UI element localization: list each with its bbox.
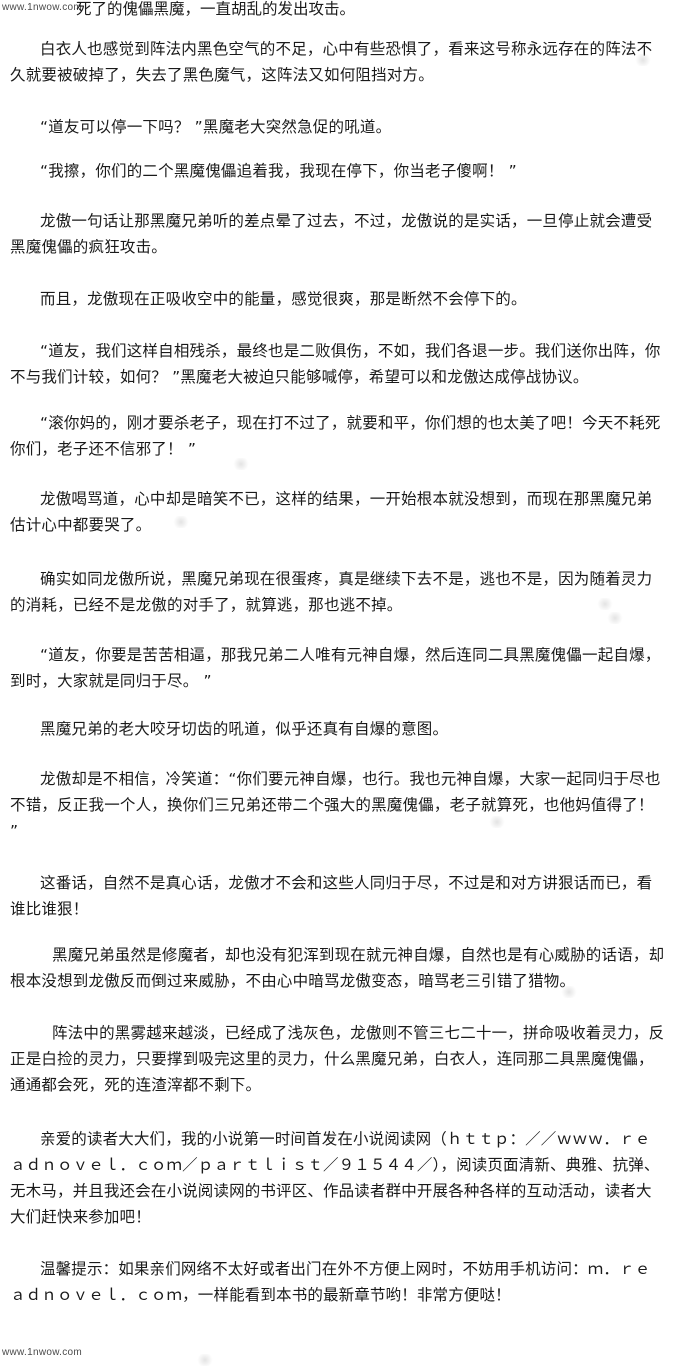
paragraph-4: 龙傲一句话让那黑魔兄弟听的差点晕了过去，不过，龙傲说的是实话，一旦停止就会遭受黑…: [10, 212, 653, 256]
paragraph-6: “道友，我们这样自相残杀，最终也是二败俱伤，不如，我们各退一步。我们送你出阵，你…: [10, 342, 661, 386]
paragraph-5: 而且，龙傲现在正吸收空中的能量，感觉很爽，那是断然不会停下的。: [40, 290, 527, 308]
paragraph-2: “道友可以停一下吗？ ”黑魔老大突然急促的吼道。: [40, 118, 392, 136]
mobile-tip-paragraph: 温馨提示：如果亲们网络不太好或者出门在外不方便上网时，不妨用手机访问：ｍ．ｒｅａ…: [10, 1260, 651, 1304]
paragraph-12: 龙傲却是不相信，冷笑道：“你们要元神自爆，也行。我也元神自爆，大家一起同归于尽也…: [10, 770, 661, 840]
paragraph-11: 黑魔兄弟的老大咬牙切齿的吼道，似乎还真有自爆的意图。: [40, 720, 449, 738]
continued-text-fragment: 死了的傀儡黑魔，一直胡乱的发出攻击。: [76, 0, 356, 18]
paragraph-15: 阵法中的黑雾越来越淡，已经成了浅灰色，龙傲则不管三七二十一，拼命吸收着灵力，反正…: [10, 1024, 665, 1094]
paragraph-10: “道友，你要是苦苦相逼，那我兄弟二人唯有元神自爆，然后连同二具黑魔傀儡一起自爆，…: [10, 646, 661, 690]
paragraph-9: 确实如同龙傲所说，黑魔兄弟现在很蛋疼，真是继续下去不是，逃也不是，因为随着灵力的…: [10, 570, 653, 614]
paragraph-7: “滚你妈的，刚才要杀老子，现在打不过了，就要和平，你们想的也太美了吧！今天不耗死…: [10, 414, 661, 458]
paragraph-14: 黑魔兄弟虽然是修魔者，却也没有犯浑到现在就元神自爆，自然也是有心威胁的话语，却根…: [10, 946, 665, 990]
paragraph-3: “我擦，你们的二个黑魔傀儡追着我，我现在停下，你当老子傻啊！ ”: [40, 162, 517, 180]
paragraph-1: 白衣人也感觉到阵法内黑色空气的不足，心中有些恐惧了，看来这号称永远存在的阵法不久…: [10, 40, 653, 84]
site-watermark-bottom: www.1nwow.com: [2, 1347, 83, 1358]
paragraph-13: 这番话，自然不是真心话，龙傲才不会和这些人同归于尽，不过是和对方讲狠话而已，看谁…: [10, 874, 653, 918]
site-watermark-top: www.1nwow.com: [2, 2, 83, 13]
paragraph-8: 龙傲喝骂道，心中却是暗笑不已，这样的结果，一开始根本就没想到，而现在那黑魔兄弟估…: [10, 490, 653, 534]
reader-notice-paragraph: 亲爱的读者大大们，我的小说第一时间首发在小说阅读网（ｈｔｔｐ：／／ｗｗｗ．ｒｅａ…: [10, 1130, 660, 1226]
